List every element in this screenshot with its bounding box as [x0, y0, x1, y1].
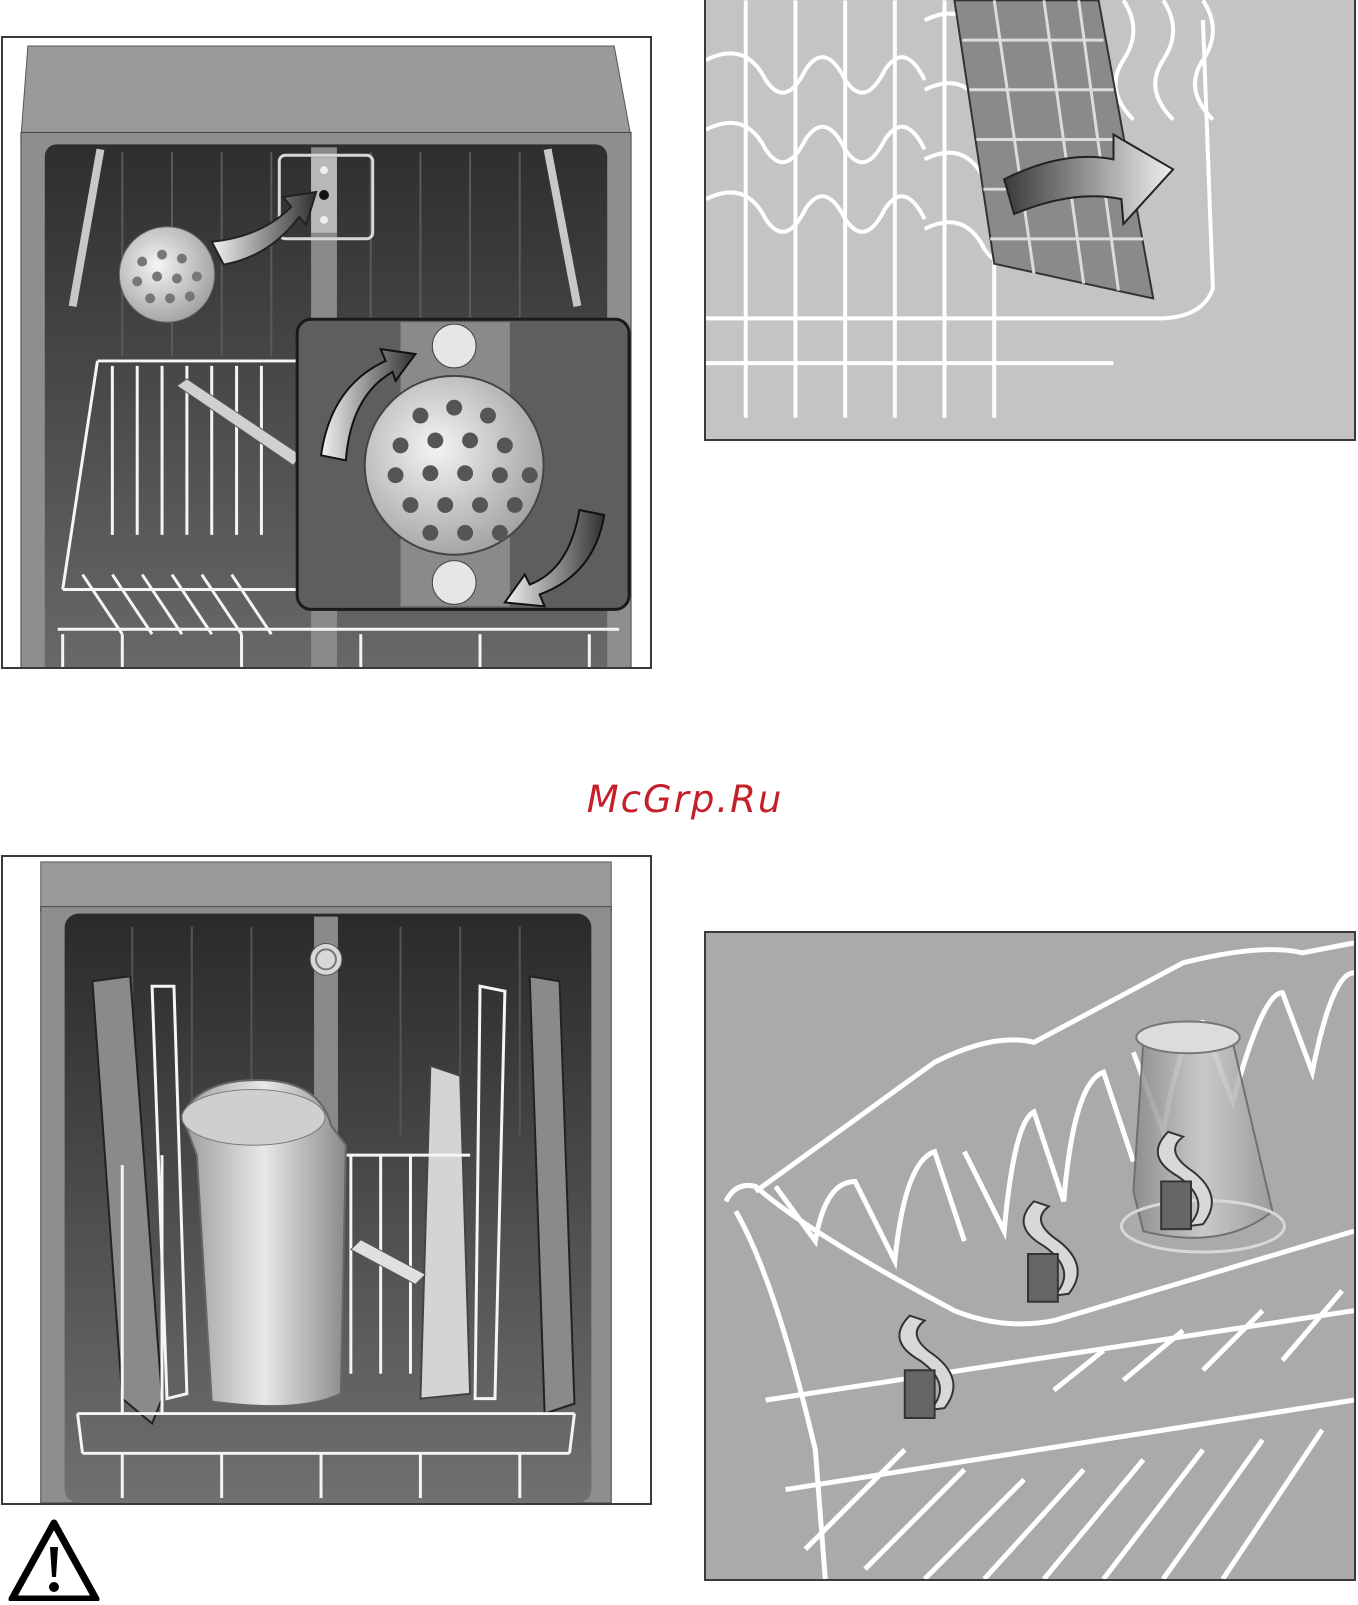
basket-clips-illustration: [704, 931, 1356, 1581]
large-items-loaded-illustration: [1, 855, 652, 1505]
dishwasher-filter-install-illustration: [1, 36, 652, 669]
warning-triangle-icon: [8, 1519, 100, 1601]
watermark: McGrp.Ru: [540, 778, 830, 821]
folding-spike-rack-illustration: [704, 0, 1356, 441]
